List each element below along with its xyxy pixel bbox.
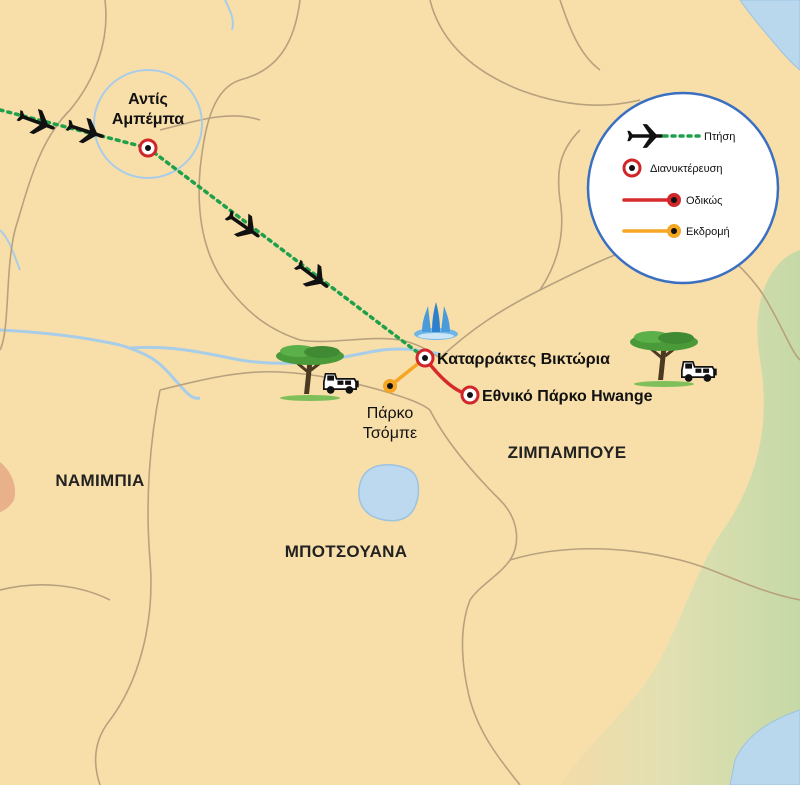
label-country-zimbabwe: ΖΙΜΠΑΜΠΟΥΕ bbox=[508, 443, 627, 462]
label-hwange: Εθνικό Πάρκο Hwange bbox=[482, 388, 653, 405]
label-chobe-line1: Πάρκο bbox=[367, 405, 414, 422]
label-country-namibia: ΝΑΜΙΜΠΙΑ bbox=[55, 471, 144, 490]
legend-flight-label: Πτήση bbox=[704, 131, 735, 143]
label-country-botswana: ΜΠΟΤΣΟΥΑΝΑ bbox=[285, 542, 408, 561]
label-addis-line2: Αμπέμπα bbox=[112, 111, 184, 128]
waterfall-icon bbox=[414, 302, 458, 340]
top-lake bbox=[739, 0, 800, 71]
lake-makgadikgadi bbox=[358, 464, 420, 522]
overnight-marker-victoria-falls bbox=[415, 348, 435, 368]
overnight-marker-icon bbox=[622, 158, 642, 178]
river-north bbox=[224, 0, 234, 31]
addis-ababa-highlight-circle bbox=[93, 69, 203, 179]
excursion-marker-chobe bbox=[383, 379, 397, 393]
bottom-right-sea bbox=[729, 709, 800, 785]
label-chobe-line2: Τσόμπε bbox=[363, 425, 417, 442]
legend-excursion-label: Εκδρομή bbox=[686, 226, 730, 238]
overnight-marker-hwange bbox=[460, 385, 480, 405]
legend-road-label: Οδικώς bbox=[686, 195, 722, 207]
green-region bbox=[560, 0, 800, 785]
river-okavango bbox=[0, 328, 201, 400]
overnight-marker-addis bbox=[138, 138, 158, 158]
label-victoria-falls: Καταρράκτες Βικτώρια bbox=[437, 351, 610, 368]
legend-circle bbox=[586, 91, 780, 285]
map-legend: Πτήση Διανυκτέρευση Οδικώς Εκδρομή bbox=[586, 91, 780, 285]
label-addis-line1: Αντίς bbox=[128, 91, 168, 108]
west-lake-spot bbox=[0, 462, 16, 512]
legend-overnight-label: Διανυκτέρευση bbox=[650, 163, 723, 175]
